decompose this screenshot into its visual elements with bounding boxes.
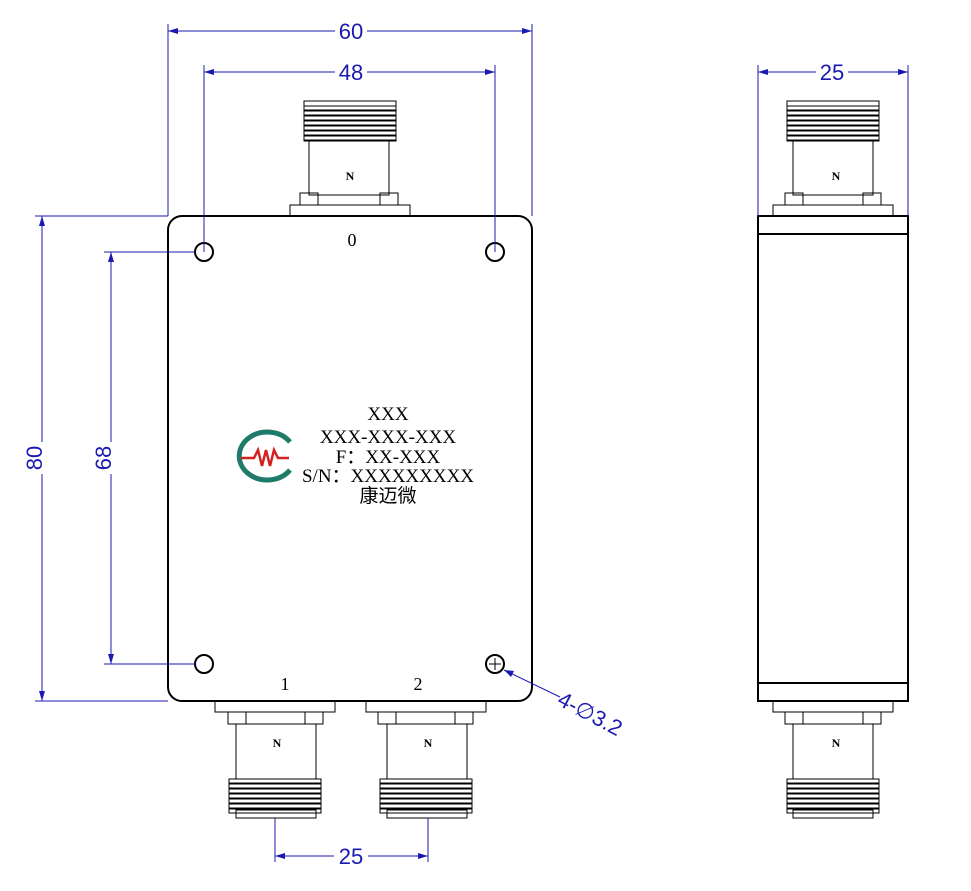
mounting-hole [485, 654, 505, 674]
port-label-0: 0 [348, 230, 357, 250]
side-top-connector [772, 100, 894, 217]
dimension-connector-spacing: 25 [339, 844, 363, 869]
nameplate-line-3: F：XX-XXX [336, 447, 441, 468]
input-connector [289, 100, 411, 217]
nameplate-line-1: XXX [367, 404, 408, 425]
dimension-side-depth: 25 [820, 60, 844, 85]
front-view: N N N 0 1 2 XXX XXX- [167, 100, 533, 819]
nameplate-brand: 康迈微 [359, 485, 416, 507]
output-connector-2 [365, 700, 487, 819]
output-connector-1 [214, 700, 336, 819]
mounting-hole [194, 654, 214, 674]
dimension-overall-height: 80 [22, 446, 47, 470]
connector-type-label: N [424, 736, 433, 750]
side-housing-body [757, 215, 909, 702]
dimension-lines [35, 24, 909, 862]
side-view: N N [757, 100, 909, 819]
port-label-2: 2 [414, 674, 423, 694]
dimension-overall-width: 60 [339, 19, 363, 44]
nameplate-line-4: S/N：XXXXXXXXX [302, 466, 474, 487]
dimension-hole-spacing-y: 68 [91, 446, 116, 470]
nameplate-line-2: XXX-XXX-XXX [320, 427, 456, 448]
brand-logo [236, 429, 292, 483]
connector-type-label: N [832, 736, 841, 750]
connector-type-label: N [832, 169, 841, 183]
connector-type-label: N [273, 736, 282, 750]
dimension-hole-spacing-x: 48 [339, 60, 363, 85]
connector-type-label: N [346, 169, 355, 183]
port-label-1: 1 [281, 674, 290, 694]
side-bottom-connector [772, 700, 894, 819]
dimension-mounting-holes: 4-∅3.2 [554, 686, 627, 741]
